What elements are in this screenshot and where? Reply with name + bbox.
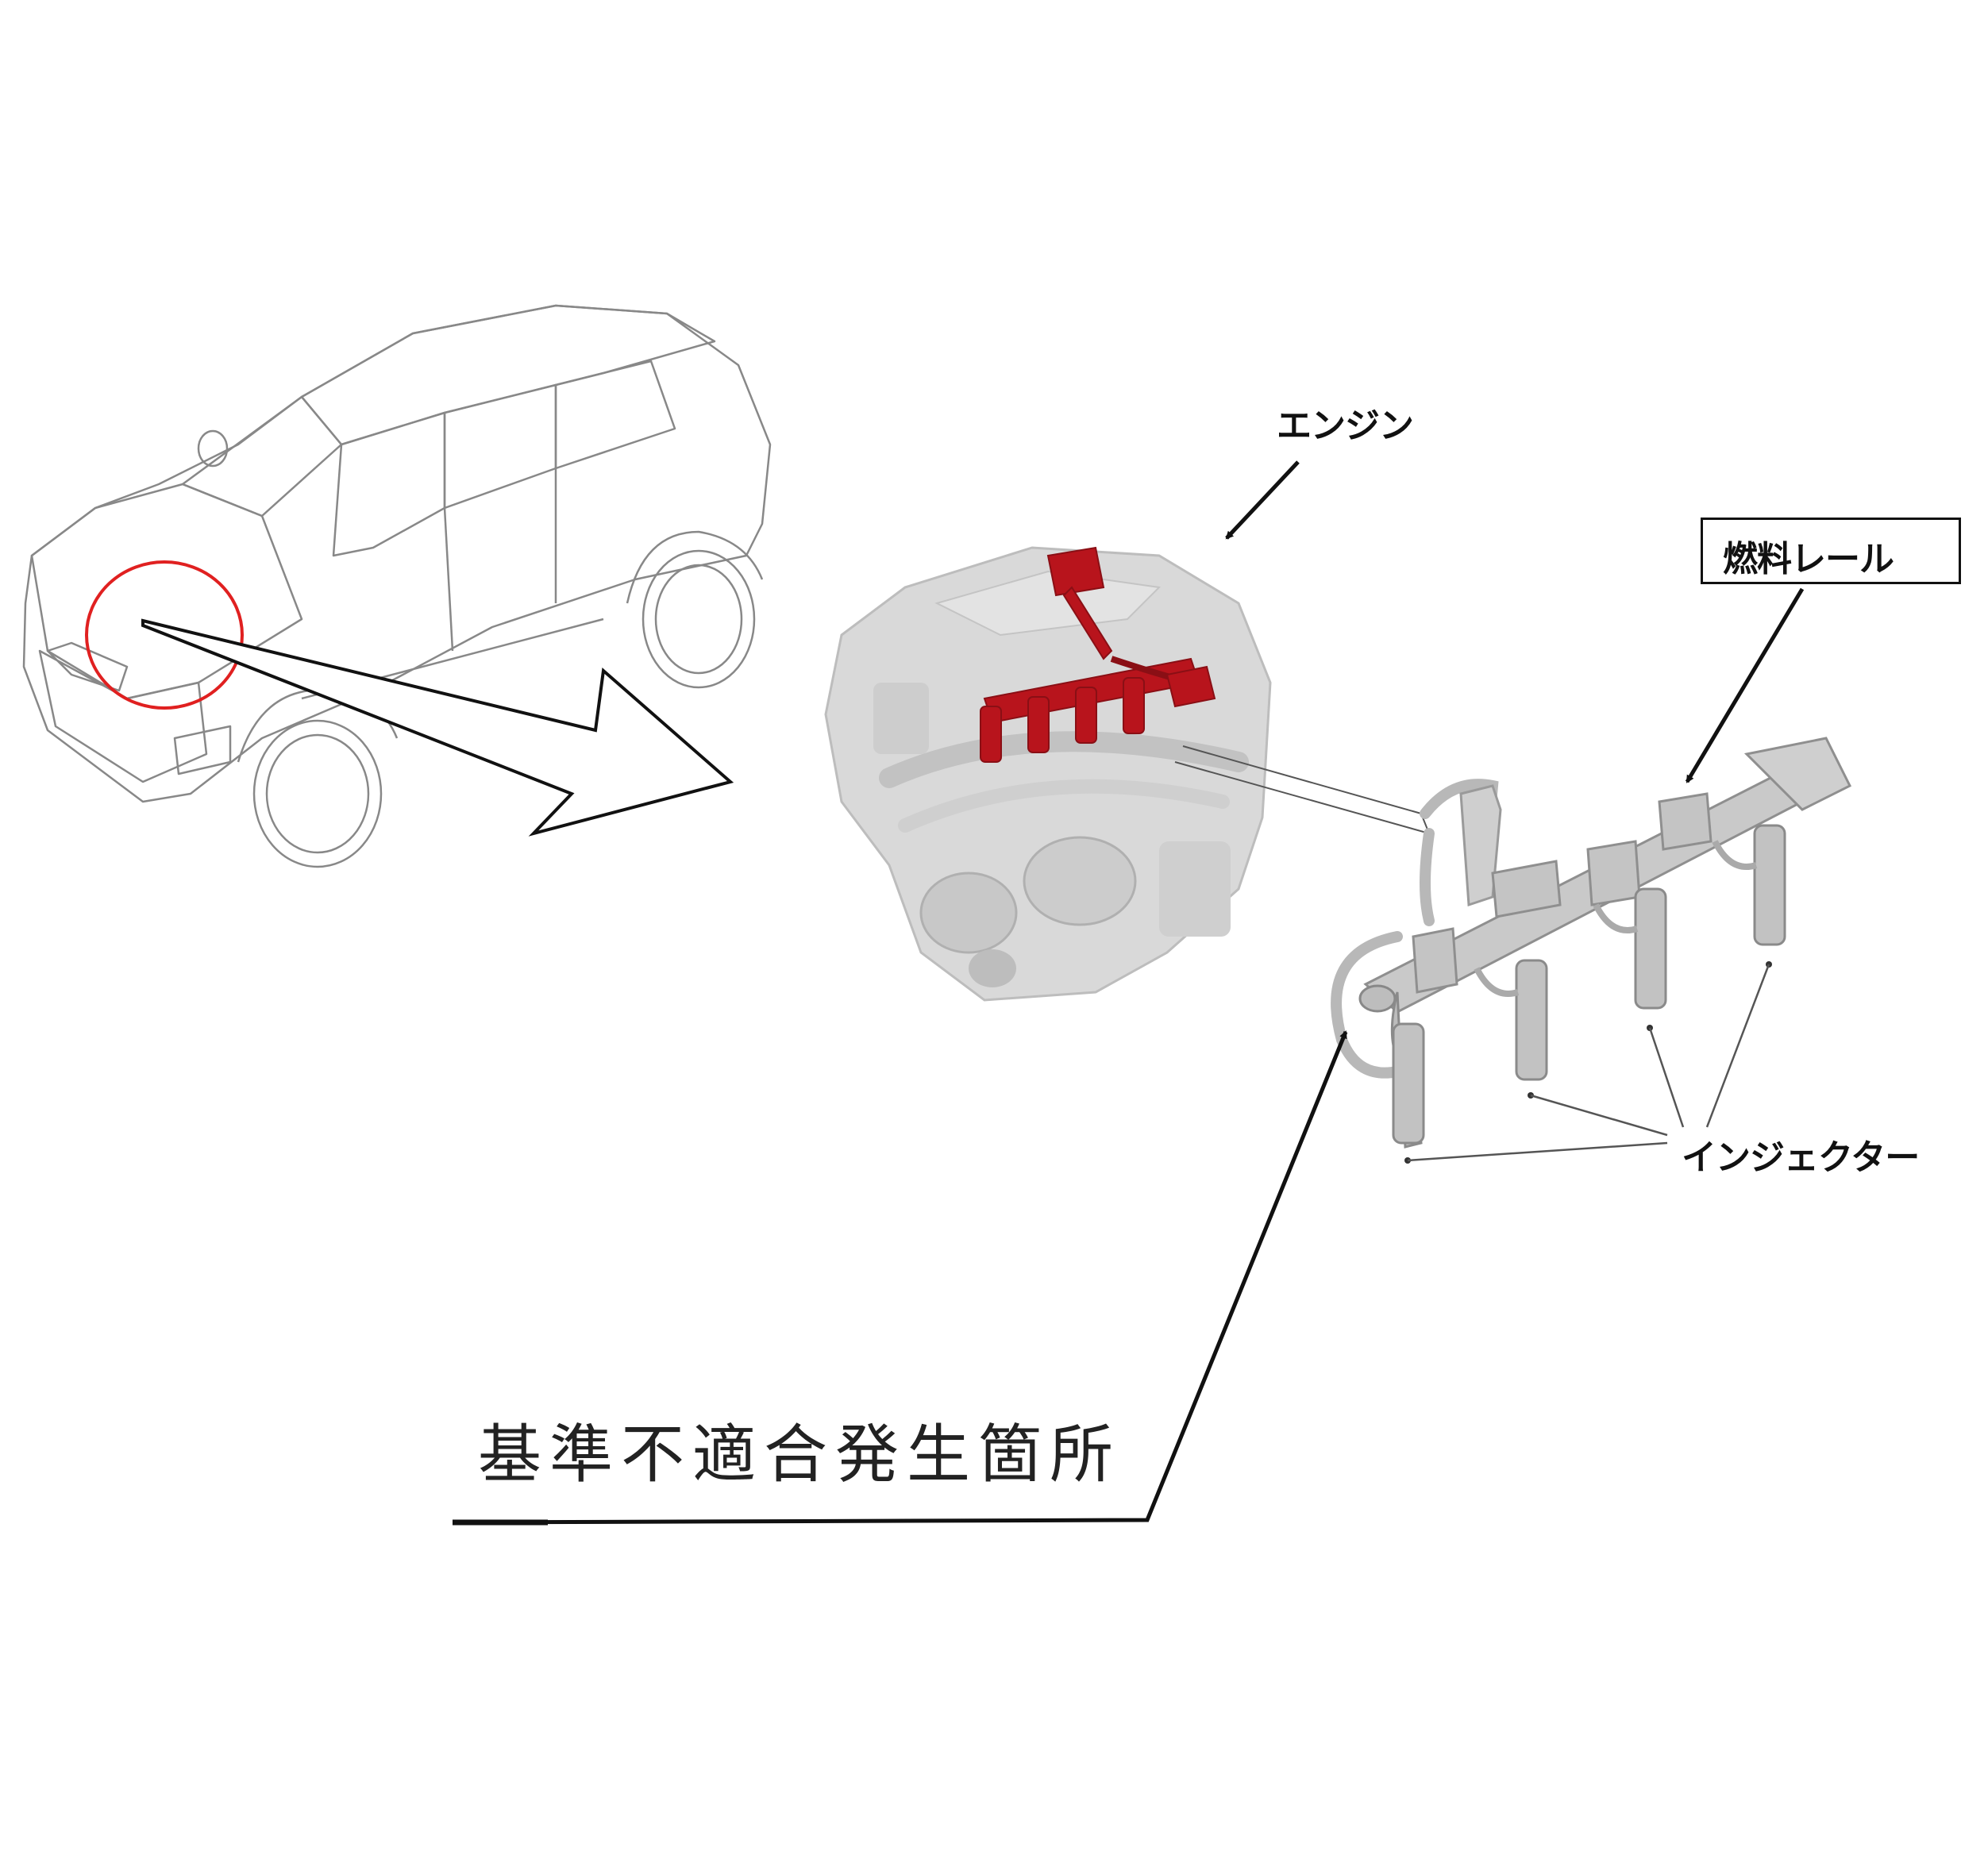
nonconformity-location-label: 基準不適合発生箇所 (478, 1418, 1121, 1491)
highlight-circle (85, 560, 244, 710)
fuel-rail-label-box (1701, 518, 1961, 584)
fuel-rail-label: 燃料レール (1723, 539, 1894, 579)
engine-to-rail-connector (1174, 745, 1431, 835)
fuel-rail-pointer-arrow (1685, 587, 1805, 783)
callout-big-arrow (141, 618, 734, 837)
fuel-rail-illustration (1331, 737, 1852, 1164)
injector-leader-lines (1407, 964, 1770, 1162)
engine-label: エンジン (1277, 406, 1414, 446)
injector-label: インジェクター (1682, 1137, 1920, 1178)
engine-illustration (824, 546, 1272, 1002)
engine-fuel-rail-highlight (980, 546, 1216, 763)
engine-pointer-arrow (1225, 460, 1300, 540)
nonconformity-pointer-arrow (452, 1030, 1348, 1525)
